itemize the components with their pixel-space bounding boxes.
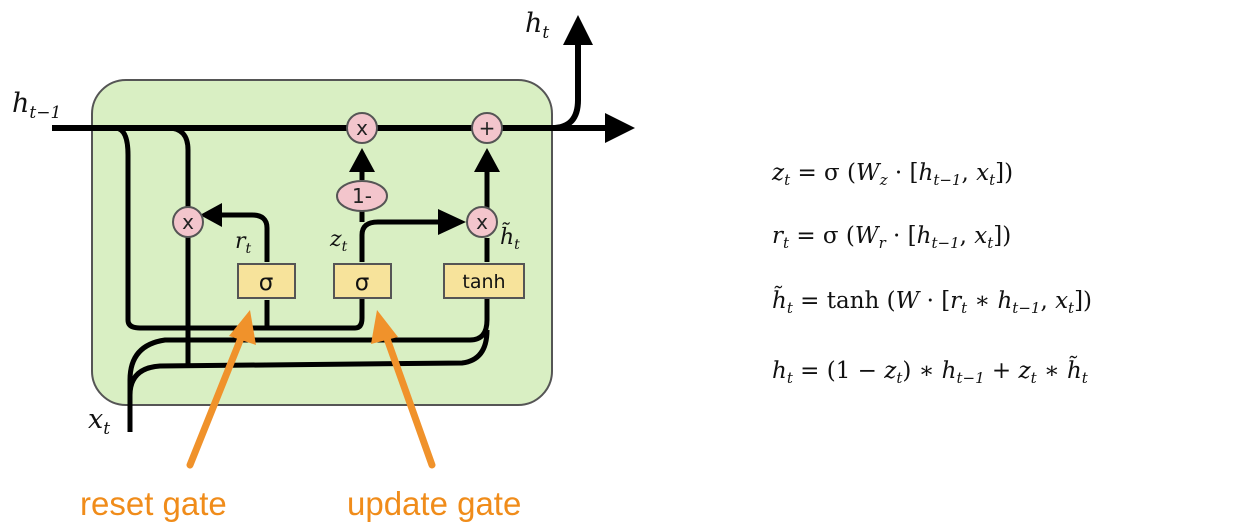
equation-r: rt = σ (Wr · [ht−1, xt]) (772, 223, 1011, 252)
output-branch-line (551, 45, 581, 131)
update-gate-label: update gate (347, 485, 521, 522)
plus-arrow-up (474, 148, 500, 172)
equation-z: zt = σ (Wz · [ht−1, xt]) (771, 160, 1013, 189)
hprev-branch-1 (114, 125, 365, 331)
multiply-op-reset: x (172, 206, 204, 238)
tanh-box: tanh (443, 263, 525, 299)
hprev-branch-2 (167, 125, 191, 365)
multiply-symbol: x (476, 210, 488, 234)
gru-cell (91, 79, 553, 406)
equations: zt = σ (Wz · [ht−1, xt]) rt = σ (Wr · [h… (771, 160, 1092, 387)
add-op: + (471, 112, 503, 144)
sigma-reset-label: σ (259, 270, 274, 296)
one-minus-symbol: 1- (352, 184, 372, 208)
equation-h: ht = (1 − zt) ∗ ht−1 + zt ∗ h̃t (772, 357, 1089, 387)
reset-arrow (200, 203, 222, 227)
x-input-label: xt (88, 404, 110, 439)
sigma-reset-box: σ (237, 263, 296, 299)
h-tilde-label: h̃t (500, 223, 520, 253)
reset-pointer-line (186, 329, 247, 469)
update-pointer-line (381, 329, 436, 469)
multiply-op-top: x (346, 112, 378, 144)
update-pointer-head (371, 310, 398, 344)
multiply-op-candidate: x (466, 206, 498, 238)
xt-input-line (127, 298, 490, 432)
sigma-update-box: σ (333, 263, 392, 299)
r-label: rt (235, 229, 252, 257)
multiply-symbol: x (182, 210, 194, 234)
equation-h-tilde: h̃t = tanh (W · [rt ∗ ht−1, xt]) (772, 287, 1092, 317)
tanh-label: tanh (462, 271, 505, 293)
xt-branch-2 (127, 329, 490, 396)
z-label: zt (329, 227, 348, 255)
one-minus-op: 1- (336, 180, 388, 212)
reset-gate-label: reset gate (80, 485, 227, 522)
update-arrow-right (438, 209, 466, 235)
h-prev-label: ht−1 (12, 88, 61, 123)
h-output-label: ht (525, 8, 549, 43)
output-arrow-right (605, 113, 635, 143)
one-minus-arrow-up (349, 148, 375, 172)
reset-pointer-head (229, 310, 256, 345)
output-arrow-up (563, 15, 593, 45)
update-to-mult-line (359, 219, 440, 262)
add-symbol: + (479, 116, 496, 140)
multiply-symbol: x (356, 116, 368, 140)
reset-to-mult-line (220, 212, 270, 262)
sigma-update-label: σ (355, 270, 370, 296)
